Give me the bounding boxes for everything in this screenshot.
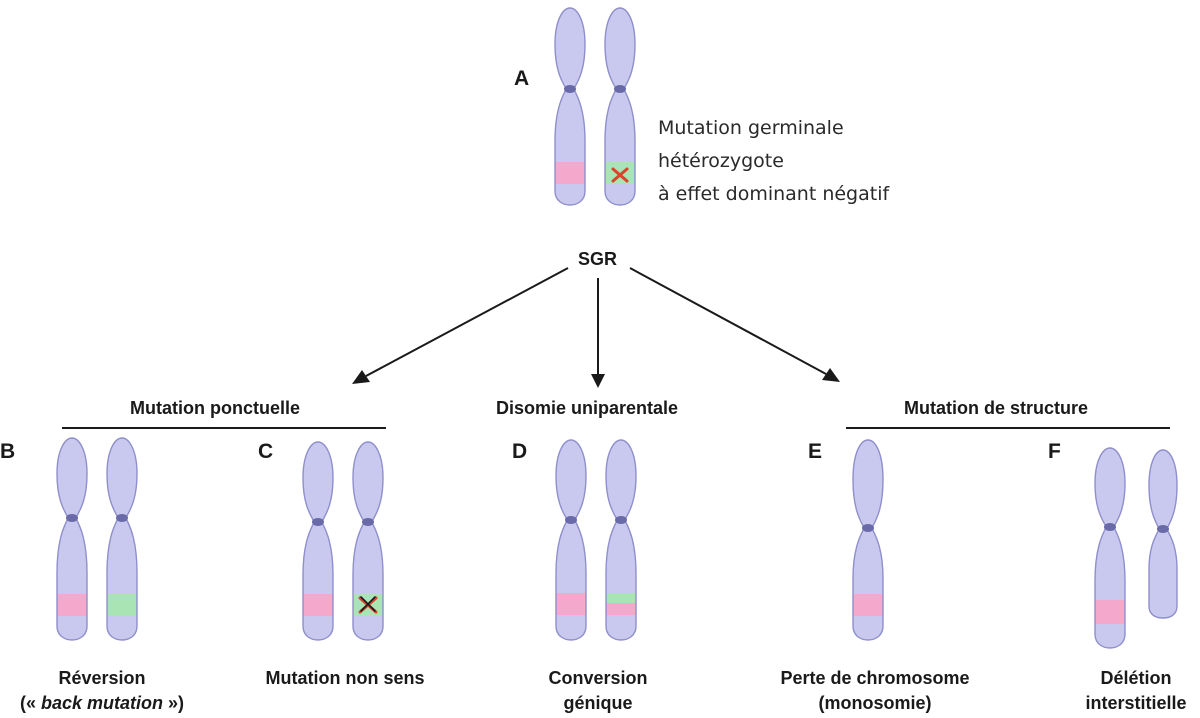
caption-f-line-1: Délétion (1100, 668, 1172, 688)
caption-c-line-1: Mutation non sens (265, 668, 425, 688)
centromere (116, 514, 128, 522)
arrow-to-uniparental-disomy (591, 278, 605, 388)
chromosome-b-paternal (106, 437, 138, 641)
normal-allele-band (555, 162, 585, 184)
panel-letter-e: E (808, 440, 823, 463)
centromere (312, 518, 324, 526)
chromosome-f-deleted (1148, 449, 1178, 619)
arrow-to-point-mutation (352, 267, 569, 384)
arrow-to-structural-mutation (629, 267, 840, 382)
centromere (1157, 525, 1169, 533)
caption-d-line-2: génique (563, 693, 633, 713)
mutant-allele-band (605, 162, 635, 184)
caption-d: Conversion génique (526, 666, 670, 716)
description-line-3: à effet dominant négatif (658, 183, 890, 205)
reverted-allele-band (107, 594, 137, 616)
normal-allele-band (303, 594, 333, 616)
caption-f: Délétion interstitielle (1072, 666, 1200, 716)
caption-c: Mutation non sens (250, 666, 440, 691)
centromere (615, 516, 627, 524)
group-label-point-mutation: Mutation ponctuelle (130, 398, 300, 418)
chromosome-c-paternal (352, 441, 384, 641)
centromere (862, 524, 874, 532)
centromere (362, 518, 374, 526)
nonsense-mutation-mark-icon (358, 596, 378, 614)
description-line-1: Mutation germinale (658, 117, 844, 139)
converted-band-top (606, 593, 636, 603)
centromere (1104, 523, 1116, 531)
chromosome-b-maternal (56, 437, 88, 641)
caption-e-line-2: (monosomie) (818, 693, 932, 713)
group-label-structural-mutation: Mutation de structure (904, 398, 1089, 418)
centromere (565, 516, 577, 524)
group-label-uniparental-disomy: Disomie uniparentale (496, 398, 679, 418)
chromosome-a-paternal (604, 7, 636, 206)
chromosome-f-maternal (1094, 447, 1126, 649)
description-line-2: hétérozygote (658, 150, 784, 172)
caption-e: Perte de chromosome (monosomie) (762, 666, 988, 716)
caption-f-line-2: interstitielle (1085, 693, 1187, 713)
panel-letter-c: C (258, 440, 274, 463)
chromosome-d-maternal (555, 439, 587, 641)
panel-letter-a: A (514, 67, 530, 90)
centromere (66, 514, 78, 522)
caption-d-line-1: Conversion (548, 668, 648, 688)
normal-allele-band (57, 594, 87, 616)
chromosome-a-maternal (554, 7, 586, 206)
normal-allele-band (1095, 600, 1125, 624)
caption-e-line-1: Perte de chromosome (780, 668, 970, 688)
chromosome-e-single (852, 439, 884, 641)
panel-a-description: Mutation germinale hétérozygote à effet … (658, 112, 889, 211)
normal-allele-band (556, 593, 586, 615)
mutation-mark-icon (611, 167, 629, 183)
chromosome-d-converted (605, 439, 637, 641)
converted-band-bottom (606, 603, 636, 615)
chromosome-c-maternal (302, 441, 334, 641)
normal-allele-band (853, 594, 883, 616)
panel-letter-d: D (512, 440, 528, 463)
panel-letter-f: F (1048, 440, 1061, 463)
root-label: SGR (578, 249, 618, 269)
caption-b-line-1: Réversion (58, 668, 146, 688)
centromere (614, 85, 626, 93)
panel-letter-b: B (0, 440, 16, 463)
caption-b: Réversion (« back mutation ») (2, 666, 202, 716)
caption-b-line-2: (« back mutation ») (19, 693, 185, 713)
centromere (564, 85, 576, 93)
